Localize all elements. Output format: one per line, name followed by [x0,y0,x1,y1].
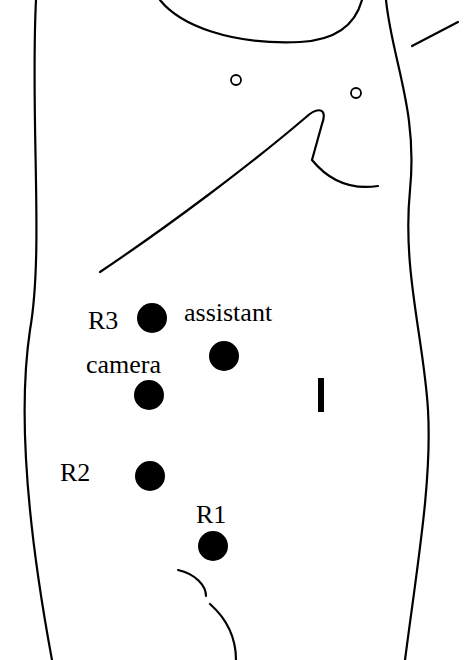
port-label: R1 [196,502,226,528]
torso-outline-left [25,0,52,660]
port-label: R3 [88,308,118,334]
groin-line [178,570,206,596]
incision-mark [318,378,324,412]
groin-line [210,604,236,660]
port-dot [137,303,167,333]
port-label: R2 [60,460,90,486]
port-dot [134,380,164,410]
port-label: camera [86,352,161,378]
neck-line [160,0,362,42]
arm-line [412,22,458,46]
nipple [231,75,241,85]
torso-outline-right [386,0,429,660]
port-label: assistant [184,300,272,326]
nipple [351,88,361,98]
port-dot [135,461,165,491]
port-dot [198,531,228,561]
rib-margin [100,110,378,272]
port-dot [209,341,239,371]
